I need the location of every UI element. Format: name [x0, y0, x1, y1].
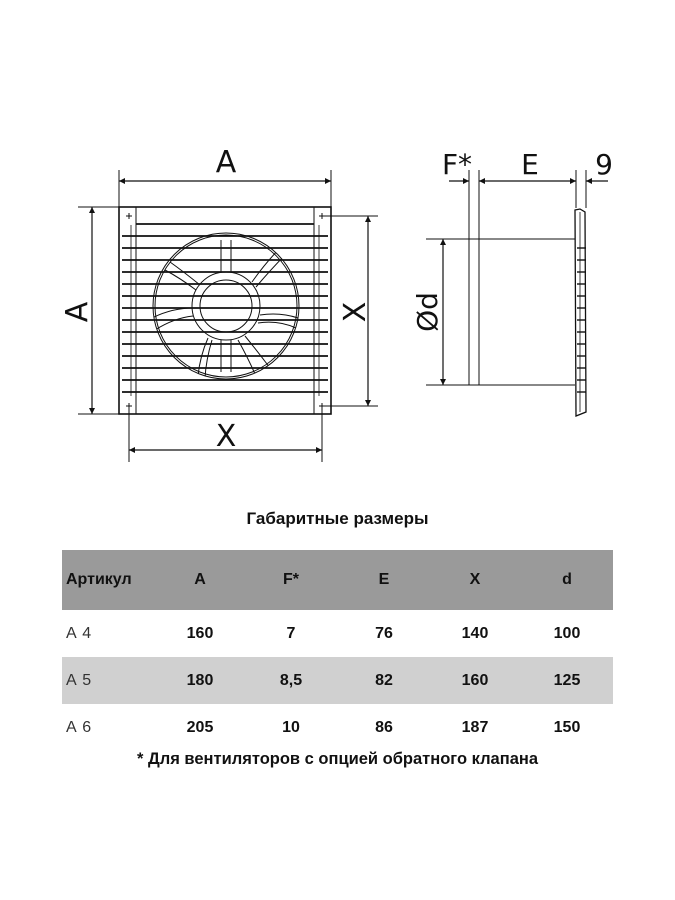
table-row: A 6 205 10 86 187 150 [62, 704, 613, 751]
column-header-article: Артикул [66, 571, 132, 588]
label-grill-depth: 9 [595, 148, 613, 181]
grill-profile [574, 208, 587, 417]
cell-f: 8,5 [279, 671, 303, 689]
label-top-a: A [216, 145, 237, 180]
cell-a: 205 [186, 718, 214, 736]
cell-x: 160 [461, 671, 489, 689]
column-header-a: A [194, 571, 206, 588]
label-diameter: Ød [411, 292, 444, 332]
side-view [426, 170, 608, 417]
cell-article: A 6 [66, 718, 93, 736]
cell-a: 160 [186, 624, 214, 642]
cell-e: 86 [375, 718, 393, 736]
label-right-x: X [338, 302, 373, 323]
table-row: A 5 180 8,5 82 160 125 [62, 657, 613, 704]
label-bottom-x: X [216, 419, 237, 454]
cell-d: 100 [553, 624, 581, 642]
technical-drawing: A A X X [60, 145, 613, 462]
column-header-x: X [469, 571, 481, 588]
dimensions-table: Артикул A F* E X d A 4 160 7 76 140 100 … [62, 550, 613, 751]
column-header-d: d [562, 571, 572, 588]
cell-article: A 4 [66, 624, 93, 642]
label-left-a: A [60, 301, 95, 322]
cell-f: 10 [282, 718, 300, 736]
front-view [78, 170, 378, 462]
label-f: F* [442, 148, 472, 181]
table-title: Габаритные размеры [246, 509, 429, 528]
footnote: * Для вентиляторов с опцией обратного кл… [136, 750, 539, 768]
table-header-row: Артикул A F* E X d [62, 550, 613, 610]
cell-x: 140 [461, 624, 489, 642]
cell-e: 76 [375, 624, 393, 642]
cell-a: 180 [186, 671, 214, 689]
cell-f: 7 [286, 624, 296, 642]
screw-marks [126, 213, 325, 409]
column-header-f: F* [283, 571, 299, 588]
cell-d: 150 [553, 718, 581, 736]
label-e: E [521, 148, 539, 181]
cell-e: 82 [375, 671, 393, 689]
table-row: A 4 160 7 76 140 100 [62, 610, 613, 657]
cell-d: 125 [553, 671, 581, 689]
cell-article: A 5 [66, 671, 93, 689]
column-header-e: E [378, 571, 390, 588]
fan-impeller [152, 232, 300, 380]
grill-frame [118, 206, 332, 415]
louvres [122, 223, 328, 393]
cell-x: 187 [461, 718, 489, 736]
